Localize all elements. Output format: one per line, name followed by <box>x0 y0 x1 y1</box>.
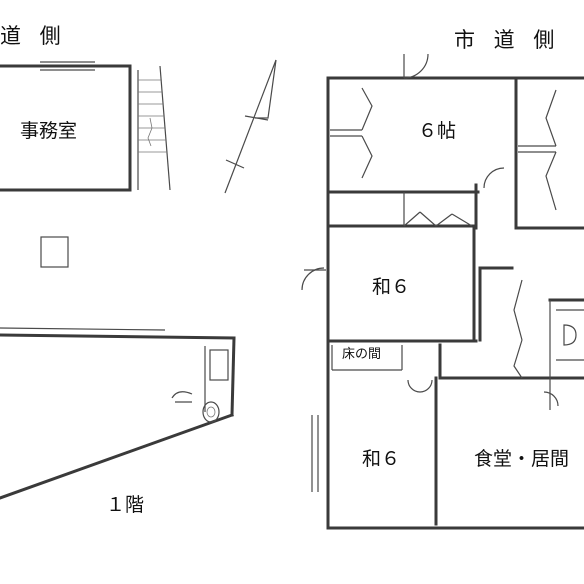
closet-doors <box>330 87 557 379</box>
floor-label: １階 <box>106 494 145 516</box>
ground-floor-block <box>0 327 236 500</box>
room-label-office: 事務室 <box>20 120 78 142</box>
house-walls <box>311 76 584 530</box>
door-arcs <box>301 53 559 407</box>
office-block <box>0 61 132 192</box>
north-arrow <box>224 59 277 194</box>
room-label-6jo: ６帖 <box>418 120 457 142</box>
room-label-wa6-upper: 和６ <box>372 276 411 298</box>
pillar <box>40 236 69 268</box>
staircase <box>137 65 171 191</box>
street-label-left: 道 側 <box>0 24 67 48</box>
room-label-tokonoma: 床の間 <box>342 347 382 362</box>
room-label-dining-living: 食堂・居間 <box>474 448 570 470</box>
room-label-wa6-lower: 和６ <box>362 448 401 470</box>
street-label-right: 市 道 側 <box>454 28 561 52</box>
